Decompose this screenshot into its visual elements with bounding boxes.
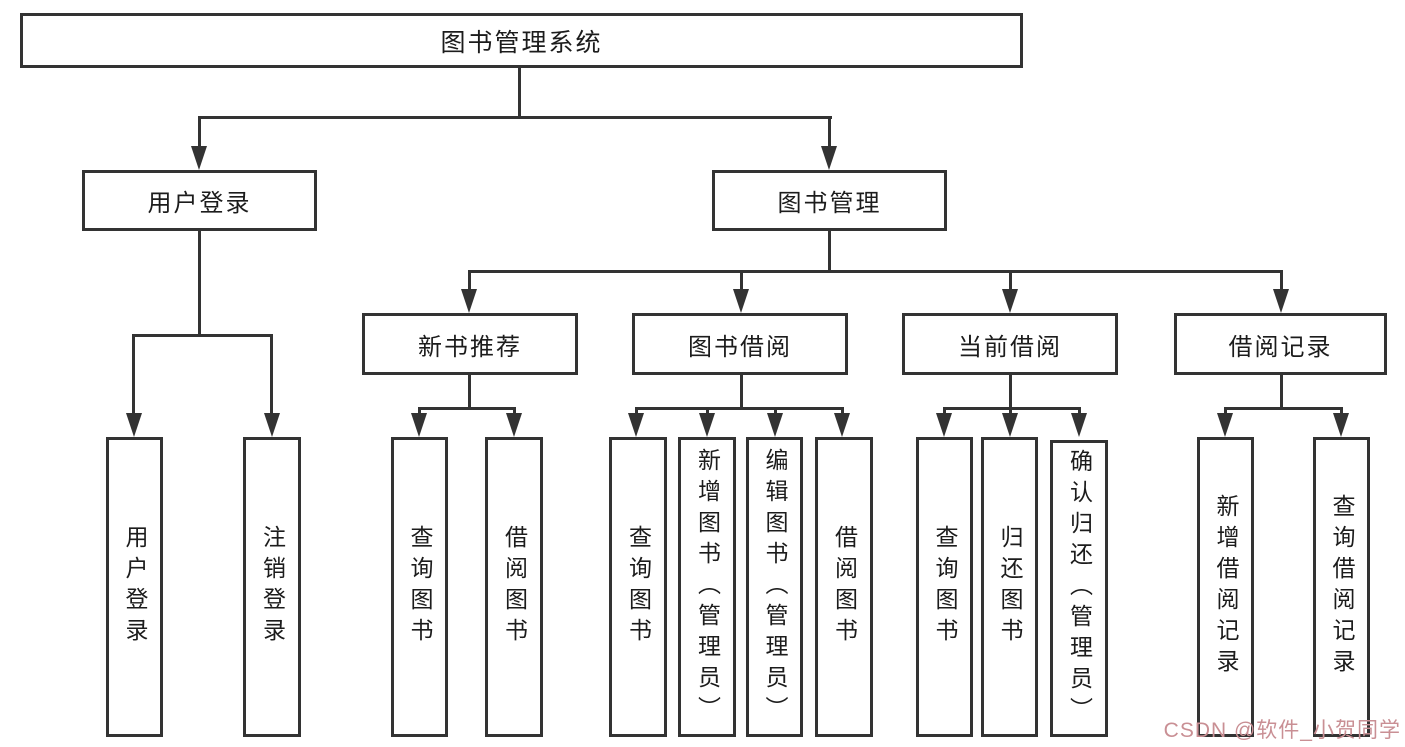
connector-stem bbox=[1280, 375, 1283, 410]
node-book-management: 图书管理 bbox=[712, 170, 947, 231]
leaf-label: 编辑图书（管理员） bbox=[762, 447, 788, 727]
connector-root-stem bbox=[518, 68, 521, 119]
arrowhead-down-icon bbox=[767, 413, 783, 437]
connector-stem bbox=[468, 375, 471, 410]
node-user-login: 用户登录 bbox=[82, 170, 317, 231]
connector-user-login-drop bbox=[198, 116, 201, 150]
connector-drop bbox=[740, 270, 743, 292]
leaf-label: 借阅图书 bbox=[501, 525, 528, 649]
connector-user-login-rail bbox=[132, 334, 273, 337]
arrowhead-down-icon bbox=[1071, 413, 1087, 437]
leaf-logout: 注销登录 bbox=[243, 437, 301, 737]
arrowhead-down-icon bbox=[461, 289, 477, 313]
arrowhead-down-icon bbox=[1002, 289, 1018, 313]
leaf-add-borrow-record: 新增借阅记录 bbox=[1197, 437, 1254, 737]
leaf-label: 注销登录 bbox=[259, 525, 286, 649]
arrowhead-down-icon bbox=[628, 413, 644, 437]
leaf-return-books: 归还图书 bbox=[981, 437, 1038, 737]
leaf-label: 借阅图书 bbox=[831, 525, 858, 649]
arrowhead-down-icon bbox=[821, 146, 837, 170]
node-new-book-recommendation: 新书推荐 bbox=[362, 313, 578, 375]
leaf-query-borrow-record: 查询借阅记录 bbox=[1313, 437, 1370, 737]
connector-drop bbox=[1009, 270, 1012, 292]
node-root: 图书管理系统 bbox=[20, 13, 1023, 68]
leaf-add-books-admin: 新增图书（管理员） bbox=[678, 437, 736, 737]
connector-user-login-stem bbox=[198, 231, 201, 337]
arrowhead-down-icon bbox=[1217, 413, 1233, 437]
leaf-label: 查询图书 bbox=[932, 525, 958, 649]
connector-drop bbox=[132, 334, 135, 417]
arrowhead-down-icon bbox=[936, 413, 952, 437]
leaf-label: 确认归还（管理员） bbox=[1066, 449, 1093, 728]
leaf-edit-books-admin: 编辑图书（管理员） bbox=[746, 437, 803, 737]
connector-stem bbox=[1009, 375, 1012, 410]
leaf-label: 用户登录 bbox=[122, 525, 148, 649]
arrowhead-down-icon bbox=[1002, 413, 1018, 437]
leaf-borrow-books: 借阅图书 bbox=[815, 437, 873, 737]
node-book-borrowing: 图书借阅 bbox=[632, 313, 848, 375]
node-current-borrowing: 当前借阅 bbox=[902, 313, 1118, 375]
connector-rail bbox=[418, 407, 516, 410]
watermark: CSDN @软件_小贺同学 bbox=[1163, 719, 1401, 742]
arrowhead-down-icon bbox=[1273, 289, 1289, 313]
connector-rail bbox=[1224, 407, 1343, 410]
leaf-label: 查询图书 bbox=[625, 525, 652, 649]
leaf-query-books-recommend: 查询图书 bbox=[391, 437, 448, 737]
leaf-label: 新增借阅记录 bbox=[1213, 494, 1239, 680]
leaf-label: 新增图书（管理员） bbox=[694, 447, 721, 727]
leaf-label: 查询借阅记录 bbox=[1329, 494, 1355, 680]
arrowhead-down-icon bbox=[506, 413, 522, 437]
leaf-label: 归还图书 bbox=[997, 525, 1023, 649]
arrowhead-down-icon bbox=[191, 146, 207, 170]
connector-book-mgmt-stem bbox=[828, 231, 831, 273]
arrowhead-down-icon bbox=[264, 413, 280, 437]
connector-rail bbox=[635, 407, 844, 410]
arrowhead-down-icon bbox=[1333, 413, 1349, 437]
arrowhead-down-icon bbox=[126, 413, 142, 437]
arrowhead-down-icon bbox=[834, 413, 850, 437]
connector-level2-rail bbox=[198, 116, 832, 119]
connector-level3-rail bbox=[468, 270, 1283, 273]
leaf-confirm-return-admin: 确认归还（管理员） bbox=[1050, 440, 1108, 737]
leaf-borrow-books-recommend: 借阅图书 bbox=[485, 437, 543, 737]
connector-book-mgmt-drop bbox=[828, 116, 831, 150]
connector-drop bbox=[1280, 270, 1283, 292]
connector-drop bbox=[468, 270, 471, 292]
leaf-query-books-current: 查询图书 bbox=[916, 437, 973, 737]
connector-stem bbox=[740, 375, 743, 410]
connector-rail bbox=[943, 407, 1081, 410]
connector-drop bbox=[270, 334, 273, 417]
leaf-label: 查询图书 bbox=[407, 525, 433, 649]
leaf-user-login: 用户登录 bbox=[106, 437, 163, 737]
arrowhead-down-icon bbox=[411, 413, 427, 437]
arrowhead-down-icon bbox=[733, 289, 749, 313]
arrowhead-down-icon bbox=[699, 413, 715, 437]
leaf-query-books-borrowing: 查询图书 bbox=[609, 437, 667, 737]
node-borrowing-records: 借阅记录 bbox=[1174, 313, 1387, 375]
